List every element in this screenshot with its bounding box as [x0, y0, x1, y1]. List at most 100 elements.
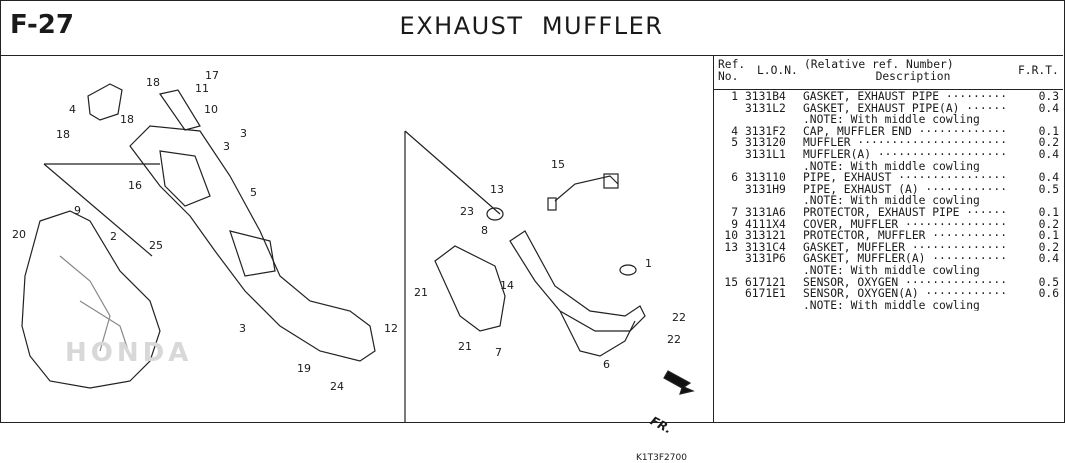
lon-cell: 3131F2 — [745, 124, 786, 138]
description-cell: PIPE, EXHAUST ················ — [803, 172, 1008, 184]
oxygen-sensor-wire — [554, 175, 619, 202]
page-title: EXHAUST MUFFLER — [399, 12, 664, 40]
exhaust-pipe-bend — [559, 310, 636, 357]
lon-cell: 617121 — [745, 275, 786, 289]
exhaust-pipe-protector-shape — [434, 245, 506, 332]
lon-cell: 3131A6 — [745, 205, 786, 219]
lon-cell: 3131C4 — [745, 240, 786, 254]
table-row: 3131H9 PIPE, EXHAUST (A) ············ 0.5 — [714, 184, 1063, 196]
parts-table: Ref. No. L.O.N. (Relative ref. Number) D… — [714, 56, 1063, 422]
oxygen-sensor-body — [547, 197, 557, 211]
header-ref-line1: Ref. — [718, 58, 746, 71]
frt-cell: 0.5 — [1038, 182, 1059, 196]
part-label: 22 — [667, 333, 681, 346]
description-cell: .NOTE: With middle cowling — [803, 195, 980, 207]
part-label: 11 — [195, 82, 209, 95]
honda-watermark: HONDA — [65, 338, 193, 368]
table-row: 4 3131F2 CAP, MUFFLER END ············· 0.1 — [714, 126, 1063, 138]
part-label: 7 — [495, 346, 502, 359]
header-divider — [714, 89, 1063, 90]
ref-cell: 7 — [731, 205, 738, 219]
part-label: 22 — [672, 311, 686, 324]
header-ref: Ref. No. — [718, 59, 745, 82]
description-cell: PIPE, EXHAUST (A) ············ — [803, 183, 1008, 196]
part-label: 3 — [223, 140, 230, 153]
description-cell: COVER, MUFFLER ··············· — [803, 218, 1008, 231]
header-frt: F.R.T. — [1018, 64, 1059, 77]
part-label: 4 — [69, 103, 76, 116]
part-label: 9 — [74, 204, 81, 217]
part-label: 1 — [645, 257, 652, 270]
description-cell: PROTECTOR, MUFFLER ··········· — [803, 230, 1008, 242]
description-cell: CAP, MUFFLER END ············· — [803, 125, 1008, 138]
exhaust-pipe-gasket-shape — [619, 264, 637, 276]
lon-cell: 3131L1 — [745, 147, 786, 161]
description-cell: SENSOR, OXYGEN ··············· — [803, 276, 1008, 289]
exhaust-pipe-shape — [509, 230, 646, 332]
frt-cell: 0.4 — [1038, 252, 1059, 266]
table-row: 13 3131C4 GASKET, MUFFLER ·············· 0.… — [714, 242, 1063, 254]
part-label: 5 — [250, 186, 257, 199]
table-row: .NOTE: With middle cowling — [714, 195, 1063, 207]
frt-cell: 0.4 — [1038, 101, 1059, 115]
page-header: F-27 EXHAUST MUFFLER — [0, 0, 1063, 56]
exhaust-diagram-drawing — [21, 83, 695, 422]
frt-cell: 0.2 — [1038, 240, 1059, 254]
ref-cell: 10 — [724, 229, 738, 243]
exploded-parts-diagram: 18 17 11 4 10 18 18 3 3 16 5 9 25 2 20 3… — [0, 56, 714, 463]
description-cell: SENSOR, OXYGEN(A) ············ — [803, 288, 1008, 300]
part-label: 3 — [239, 322, 246, 335]
table-row: .NOTE: With middle cowling — [714, 161, 1063, 173]
part-label: 25 — [149, 239, 163, 252]
muffler-gasket-shape — [486, 207, 504, 221]
part-label: 21 — [414, 286, 428, 299]
muffler-body-shape — [129, 125, 376, 362]
header-desc-line1: (Relative ref. Number) — [804, 58, 954, 71]
frt-cell: 0.2 — [1038, 217, 1059, 231]
lon-cell: 3131H9 — [745, 182, 786, 196]
frt-cell: 0.5 — [1038, 275, 1059, 289]
lon-cell: 3131L2 — [745, 101, 786, 115]
ref-cell: 4 — [731, 124, 738, 138]
lon-cell: 313120 — [745, 136, 786, 150]
drawing-code: K1T3F2700 — [636, 453, 687, 463]
lon-cell: 6171E1 — [745, 287, 786, 301]
part-label: 12 — [384, 322, 398, 335]
ref-cell: 5 — [731, 136, 738, 150]
ref-cell: 9 — [731, 217, 738, 231]
header-description: (Relative ref. Number) Description — [803, 59, 1023, 82]
frt-cell: 0.1 — [1038, 124, 1059, 138]
part-label: 18 — [120, 113, 134, 126]
leader-line — [404, 130, 501, 215]
muffler-window-shape — [229, 230, 276, 277]
description-cell: .NOTE: With middle cowling — [803, 114, 980, 126]
ref-cell: 13 — [724, 240, 738, 254]
description-cell: GASKET, MUFFLER ·············· — [803, 241, 1008, 254]
part-label: 8 — [481, 224, 488, 237]
description-cell: .NOTE: With middle cowling — [803, 299, 980, 312]
description-cell: MUFFLER ······················ — [803, 137, 1008, 149]
part-label: 19 — [297, 362, 311, 375]
part-label: 16 — [128, 179, 142, 192]
description-cell: PROTECTOR, EXHAUST PIPE ······ — [803, 206, 1008, 219]
frt-cell: 0.6 — [1038, 287, 1059, 301]
description-cell: GASKET, MUFFLER(A) ··········· — [803, 253, 1008, 265]
muffler-protector-shape — [158, 89, 201, 131]
muffler-bracket-shape — [159, 150, 211, 207]
frt-cell: 0.2 — [1038, 136, 1059, 150]
table-row: 6171E1 SENSOR, OXYGEN(A) ············ 0.6 — [714, 288, 1063, 300]
part-label: 6 — [603, 358, 610, 371]
lon-cell: 313121 — [745, 229, 786, 243]
part-label: 18 — [56, 128, 70, 141]
part-label: 23 — [460, 205, 474, 218]
frt-cell: 0.4 — [1038, 147, 1059, 161]
ref-cell: 6 — [731, 171, 738, 185]
header-ref-line2: No. — [718, 69, 739, 83]
frt-cell: 0.3 — [1038, 90, 1059, 103]
part-label: 21 — [458, 340, 472, 353]
